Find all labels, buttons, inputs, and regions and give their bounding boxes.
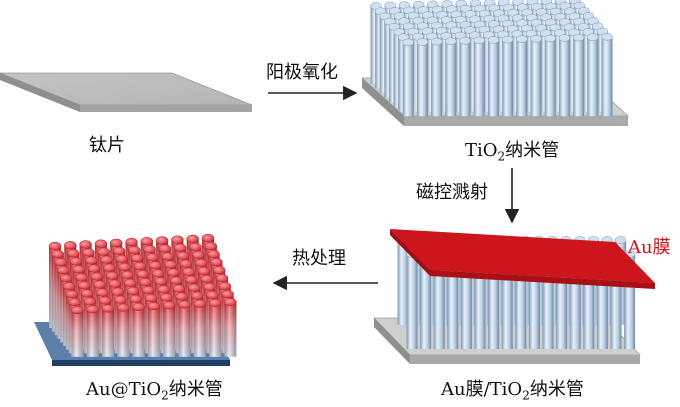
au-film-tio2-label: Au膜/TiO2纳米管 [441, 380, 584, 406]
ti-sheet-label: 钛片 [89, 136, 125, 156]
nanotube [117, 304, 129, 357]
tio2-suffix: 纳米管 [505, 140, 559, 161]
au-film-tag: Au膜 [628, 238, 671, 258]
nanotube [545, 35, 556, 116]
heat-treatment-label: 热处理 [292, 249, 346, 269]
nanotube [194, 300, 206, 357]
au-film-tio2-prefix: Au膜/TiO [441, 379, 522, 400]
au-at-tio2-suffix: 纳米管 [169, 379, 223, 400]
nanotube [403, 39, 414, 116]
au-at-tio2-prefix: Au@TiO [86, 379, 161, 400]
nanotube [417, 38, 428, 116]
nanotube [102, 305, 114, 357]
nanotube [209, 299, 221, 357]
titanium-sheet [0, 73, 252, 112]
nanotube [602, 33, 613, 116]
nanotube [431, 38, 442, 116]
magnetron-sputtering-label: 磁控溅射 [416, 183, 488, 203]
tio2-nanotubes-label: TiO2纳米管 [465, 141, 559, 167]
nanotube [573, 34, 584, 116]
au-film-tio2-subscript: 2 [522, 389, 530, 403]
nanotube [531, 35, 542, 116]
tio2-nanotube-array [362, 0, 628, 126]
nanotube [516, 36, 527, 117]
au-film-tio2-suffix: 纳米管 [530, 379, 584, 400]
nanotube [587, 34, 598, 117]
nanotube [407, 250, 418, 349]
nanotube [559, 34, 570, 116]
au-tio2-nanotube-array [34, 234, 236, 366]
nanotube [224, 298, 236, 357]
au-at-tio2-subscript: 2 [161, 389, 169, 403]
nanotube [148, 302, 160, 357]
nanotube [87, 305, 99, 356]
au-at-tio2-label: Au@TiO2纳米管 [86, 380, 223, 406]
nanotube [488, 36, 499, 116]
nanotube [179, 301, 191, 357]
nanotube [71, 306, 83, 357]
nanotube [133, 303, 145, 357]
nanotube [445, 38, 456, 117]
nanotube [460, 37, 471, 116]
anodization-label: 阳极氧化 [266, 63, 338, 83]
nanotube [474, 37, 485, 116]
nanotube [502, 36, 513, 116]
nanotube [163, 301, 175, 356]
tio2-prefix: TiO [465, 140, 498, 161]
